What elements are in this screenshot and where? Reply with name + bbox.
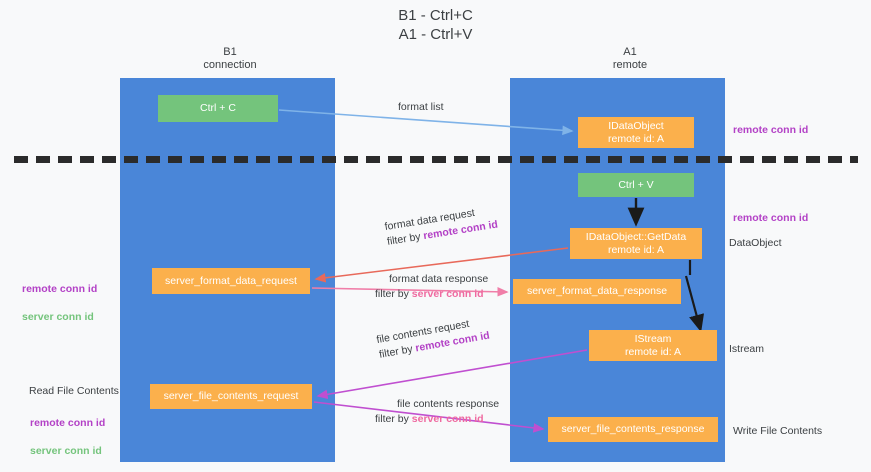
annotation-read-file-contents: Read File Contents	[29, 385, 119, 397]
edge-label-format-data-response: format data response filter by server co…	[375, 272, 488, 302]
node-server-file-contents-request[interactable]: server_file_contents_request	[150, 384, 312, 409]
node-ctrl-c[interactable]: Ctrl + C	[158, 95, 278, 122]
annotation-dataobject: DataObject	[729, 237, 782, 249]
edge-label-format-list: format list	[398, 100, 444, 115]
annotation-write-file-contents: Write File Contents	[733, 425, 823, 437]
column-header-b1: B1 connection	[140, 46, 320, 72]
filter-prefix: filter by	[375, 288, 412, 300]
node-server-format-data-request[interactable]: server_format_data_request	[152, 268, 310, 294]
filter-key-server-conn-id: server conn id	[411, 413, 484, 425]
filter-prefix: filter by	[375, 413, 412, 425]
annotation-istream: Istream	[729, 343, 765, 355]
phase-divider	[14, 156, 858, 163]
column-header-a1-text: A1 remote	[612, 46, 648, 71]
edge-label-format-list-text: format list	[398, 101, 444, 113]
annotation-left-conn-ids-top: remote conn id server conn id	[22, 268, 97, 338]
annotation-left-conn-ids-bottom: remote conn id server conn id	[30, 402, 105, 472]
node-server-format-data-response[interactable]: server_format_data_response	[513, 279, 681, 304]
edge-label-file-contents-response: file contents response filter by server …	[375, 397, 499, 427]
edge-label-format-data-response-line1: format data response	[389, 273, 489, 285]
diagram-title: B1 - Ctrl+C A1 - Ctrl+V	[398, 7, 473, 43]
column-header-b1-text: B1 connection	[203, 46, 257, 71]
node-idataobject-getdata[interactable]: IDataObject::GetData remote id: A	[570, 228, 702, 259]
filter-key-server-conn-id: server conn id	[411, 288, 484, 300]
node-ctrl-v[interactable]: Ctrl + V	[578, 173, 694, 197]
column-header-a1: A1 remote	[540, 46, 720, 72]
annotation-remote-conn-id-mid: remote conn id	[733, 212, 809, 224]
node-idataobject[interactable]: IDataObject remote id: A	[578, 117, 694, 148]
annotation-left-server-conn-id: server conn id	[22, 311, 94, 323]
edge-label-file-contents-response-line1: file contents response	[397, 398, 500, 410]
node-server-file-contents-response[interactable]: server_file_contents_response	[548, 417, 718, 442]
edge-label-format-data-response-line2: filter by server conn id	[375, 287, 488, 302]
annotation-left-server-conn-id-2: server conn id	[30, 445, 102, 457]
edge-label-format-data-request: format data request filter by remote con…	[384, 203, 499, 250]
annotation-remote-conn-id-top: remote conn id	[733, 124, 809, 136]
annotation-left-remote-conn-id-2: remote conn id	[30, 417, 106, 429]
edge-label-file-contents-response-line2: filter by server conn id	[375, 412, 499, 427]
node-istream[interactable]: IStream remote id: A	[589, 330, 717, 361]
edge-label-file-contents-request: file contents request filter by remote c…	[375, 314, 491, 363]
annotation-left-remote-conn-id: remote conn id	[22, 283, 98, 295]
